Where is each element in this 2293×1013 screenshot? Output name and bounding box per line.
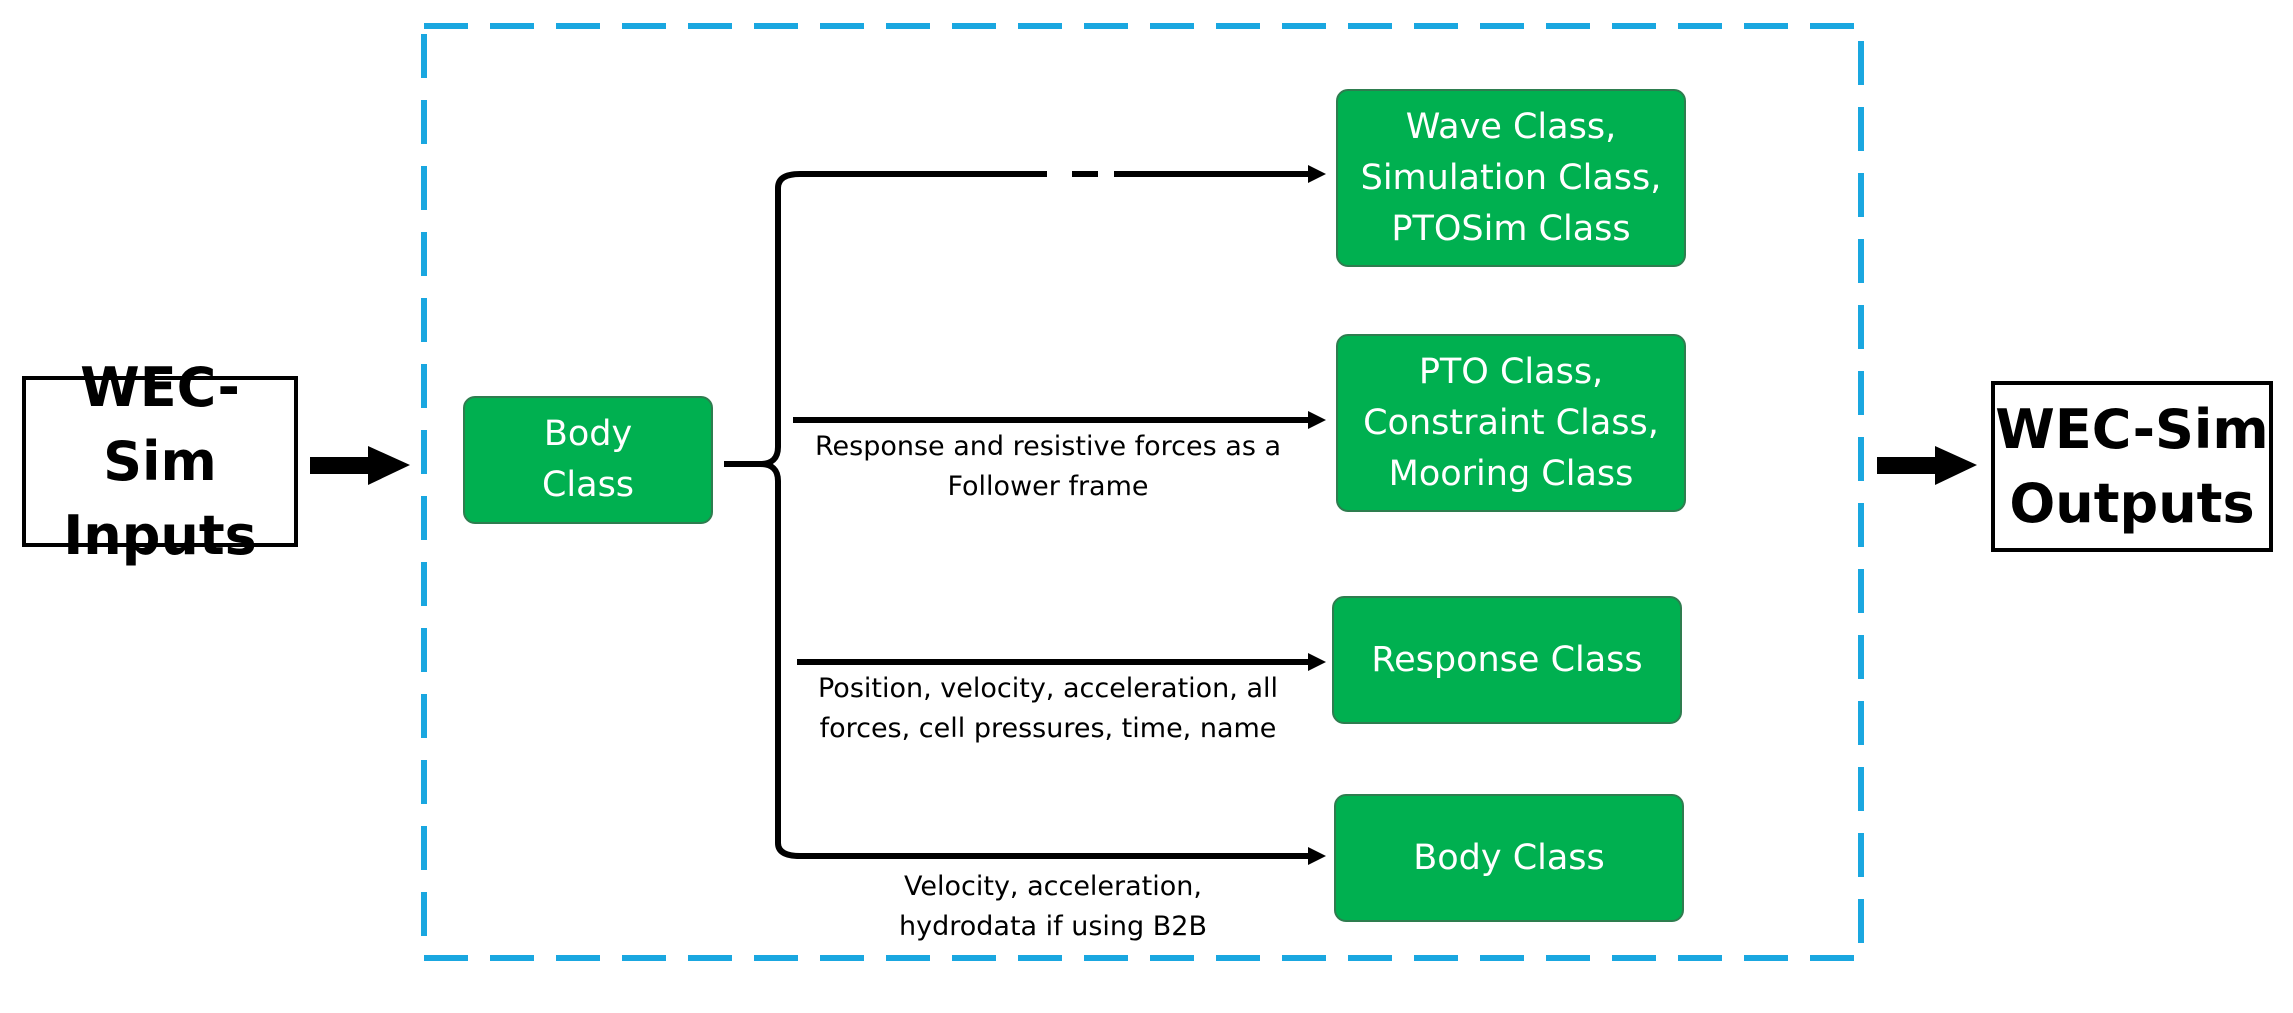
target-1-line-1: Wave Class, [1405, 106, 1617, 147]
bracket-connector [724, 171, 801, 467]
bracket-lower-connector [759, 461, 801, 859]
target-2-line-2: Constraint Class, [1363, 402, 1659, 443]
target-2-line-3: Mooring Class [1388, 453, 1634, 494]
response-edge-label: Position, velocity, acceleration, all fo… [798, 669, 1298, 749]
wave-simulation-ptosim-class-box: Wave Class, Simulation Class, PTOSim Cla… [1336, 89, 1686, 267]
arrow-to-pto-class [793, 411, 1326, 429]
pto-edge-label-line-1: Response and resistive forces as a [814, 431, 1282, 462]
pto-edge-label: Response and resistive forces as a Follo… [798, 427, 1298, 507]
target-2-line-1: PTO Class, [1418, 351, 1604, 392]
inputs-line-1: WEC-Sim [80, 355, 240, 493]
body-edge-label-line-1: Velocity, acceleration, [904, 871, 1202, 902]
response-edge-label-line-1: Position, velocity, acceleration, all [817, 673, 1278, 704]
arrow-to-body-class [800, 847, 1326, 865]
target-4-line-1: Body Class [1413, 837, 1605, 878]
target-body-class-box: Body Class [1334, 794, 1684, 922]
body-edge-label: Velocity, acceleration, hydrodata if usi… [803, 867, 1303, 947]
wec-sim-inputs-box: WEC-Sim Inputs [22, 356, 298, 567]
pto-constraint-mooring-class-box: PTO Class, Constraint Class, Mooring Cla… [1336, 334, 1686, 512]
pto-edge-label-line-2: Follower frame [947, 471, 1149, 502]
inputs-line-2: Inputs [63, 503, 257, 567]
source-line-2: Class [541, 465, 635, 505]
arrow-to-wave-class [800, 165, 1326, 183]
target-1-line-2: Simulation Class, [1360, 157, 1662, 198]
input-arrow [310, 446, 410, 485]
response-class-box: Response Class [1332, 596, 1682, 724]
source-body-class-box: Body Class [463, 396, 713, 524]
arrow-to-response-class [797, 653, 1326, 671]
source-line-1: Body [543, 414, 633, 454]
target-3-line-1: Response Class [1371, 639, 1643, 680]
target-1-line-3: PTOSim Class [1391, 208, 1631, 249]
outputs-line-1: WEC-Sim [1995, 397, 2269, 461]
response-edge-label-line-2: forces, cell pressures, time, name [819, 713, 1277, 744]
body-edge-label-line-2: hydrodata if using B2B [899, 911, 1207, 942]
output-arrow [1877, 446, 1977, 485]
wec-sim-outputs-box: WEC-Sim Outputs [1991, 381, 2273, 552]
outputs-line-2: Outputs [2009, 471, 2255, 535]
